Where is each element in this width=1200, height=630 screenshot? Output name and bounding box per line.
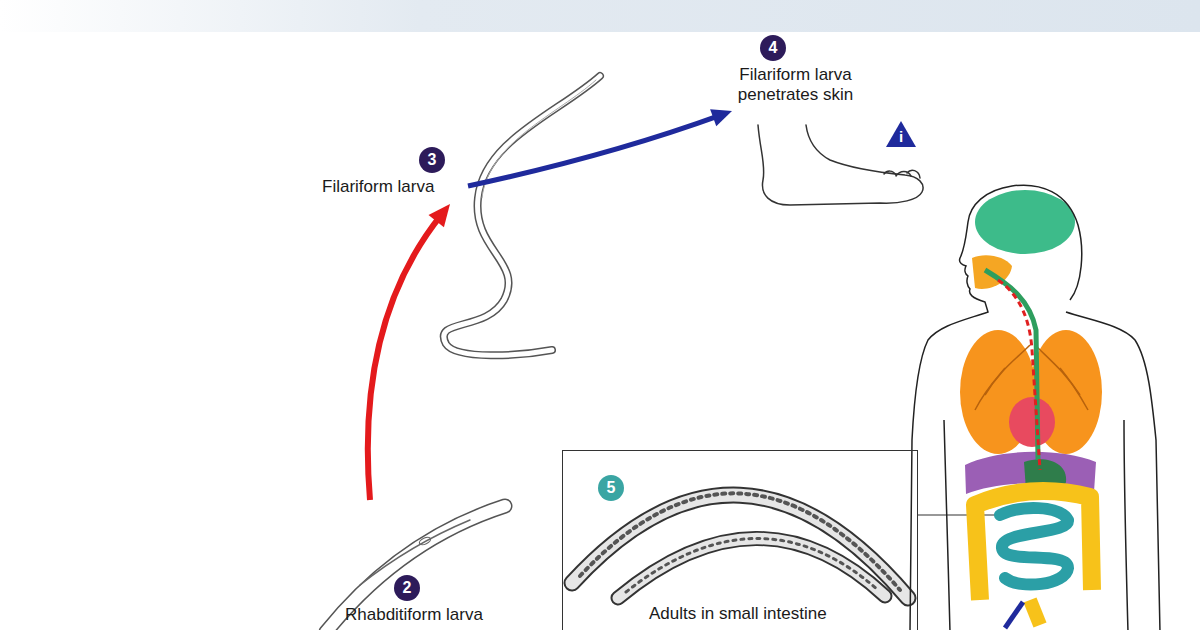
arrow-head	[428, 204, 450, 227]
info-symbol: i	[885, 129, 917, 145]
callout-number: 3	[419, 147, 445, 173]
life-stage: 3Filariform larva	[316, 146, 468, 203]
info-triangle: i	[885, 120, 917, 148]
stage-label: Filariform larva penetrates skin	[718, 65, 873, 105]
life-cycle-arrow	[368, 214, 442, 500]
arrow-head	[710, 109, 732, 126]
stage-label: Rhabditiform larva	[325, 605, 520, 625]
human-body	[910, 185, 1160, 630]
life-cycle-arrow	[468, 115, 721, 186]
adult-worms	[572, 493, 908, 598]
callout-number: 4	[760, 35, 786, 61]
triangle-fill	[886, 121, 916, 147]
top-band	[0, 0, 1200, 32]
life-stage: 4Filariform larva penetrates skin	[718, 34, 873, 111]
arrow-fragment	[1005, 602, 1023, 628]
stage-label: Adults in small intestine	[649, 604, 827, 624]
leader-line	[918, 514, 1002, 515]
adults-box: 5Adults in small intestine	[562, 450, 918, 630]
stage-label: Filariform larva	[316, 177, 468, 197]
callout-number: 2	[394, 575, 420, 601]
callout-number: 5	[598, 475, 624, 501]
life-stage: 2Rhabditiform larva	[325, 500, 520, 630]
filariform-larva	[444, 76, 600, 355]
